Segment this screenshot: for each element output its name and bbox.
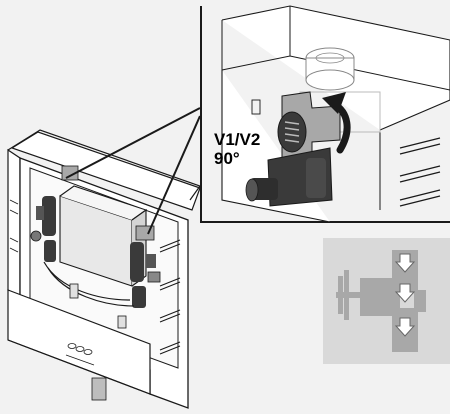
cabinet-left-wall [7,148,21,297]
callout-lines [65,107,201,235]
cabinet-top-edge [7,129,201,201]
valve-handle [277,111,307,153]
curved-arrow-icon [322,92,351,154]
detail-inset-frame [200,6,450,223]
drain-pipe [91,377,107,401]
left-valve-cluster [30,165,79,262]
valve-designation: V1/V2 [214,130,261,149]
brand-logo-icon [65,343,95,366]
lower-fitting [245,147,333,207]
installation-cabinet [7,129,201,409]
three-way-valve-icon [323,238,450,364]
detail-inset [200,5,450,223]
callout-label: V1/V2 90° [214,130,260,168]
right-valve-cluster [130,225,161,308]
cabinet-vents [159,239,181,355]
rotation-angle: 90° [214,149,240,168]
